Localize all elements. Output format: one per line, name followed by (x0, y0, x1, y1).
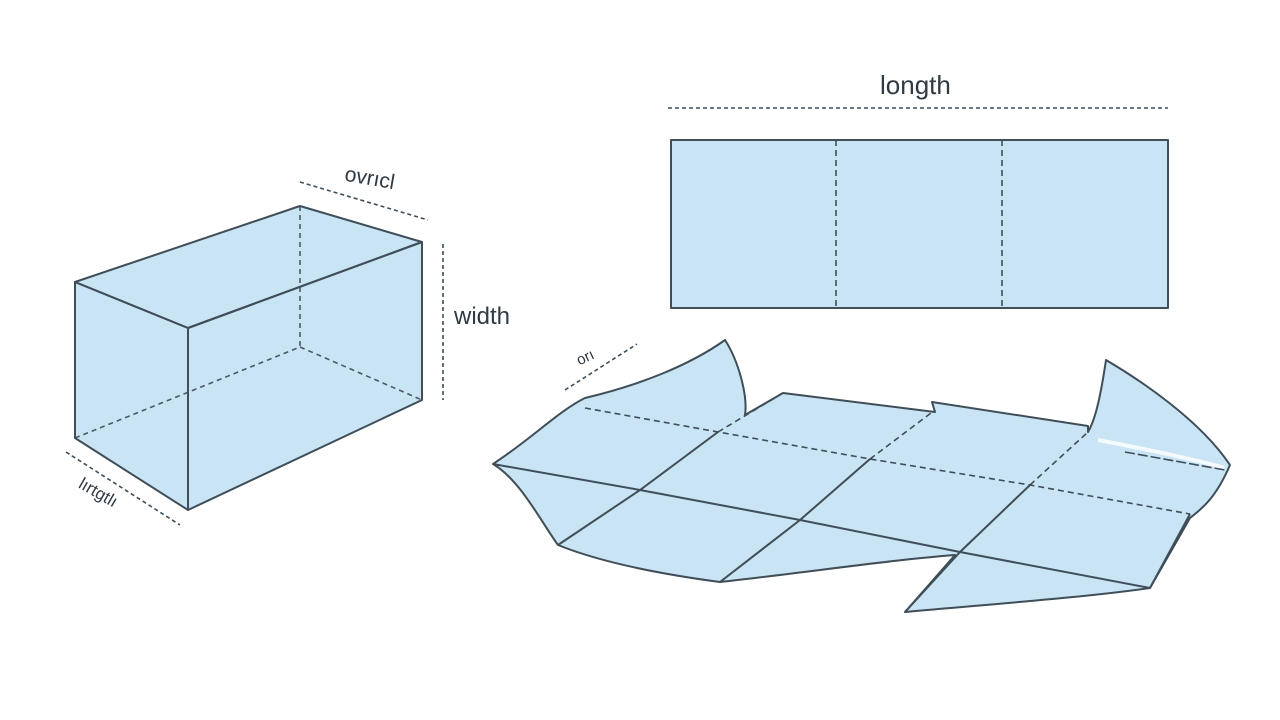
prism-fill (75, 206, 422, 510)
net-outline (492, 339, 1231, 613)
prism-hidden-edge-bottom-right (299, 346, 423, 401)
net-glare-highlight (1097, 438, 1226, 470)
net-fold-cross-1 (557, 431, 719, 546)
prism-side-face (187, 241, 423, 511)
prism-top-label: ovrıcl (343, 163, 396, 194)
strip-rectangle (670, 139, 1169, 309)
net-crease-upper (584, 407, 1191, 515)
net-dimension-line (564, 343, 638, 391)
prism-width-label: width (453, 303, 510, 330)
net-crease-flap-right (1029, 431, 1089, 486)
net-fold-cross-3 (904, 484, 1031, 613)
rectangular-prism (74, 205, 423, 511)
net-crease-right-flap (1124, 451, 1226, 471)
net-side-label: orı (574, 346, 597, 369)
net-fold-cross-4 (1149, 513, 1191, 589)
prism-length-label: lırtgtlı (75, 474, 120, 511)
net-fold-cross-2 (719, 458, 871, 583)
prism-length-dimension-line (65, 451, 181, 526)
prism-top-dimension-line (299, 181, 429, 221)
flat-strip (670, 139, 1169, 309)
strip-length-label: longth (880, 70, 951, 100)
net-crease-flap-mid (869, 409, 936, 460)
net-crease-flap-left (717, 392, 784, 433)
unfolded-net (492, 339, 1231, 613)
